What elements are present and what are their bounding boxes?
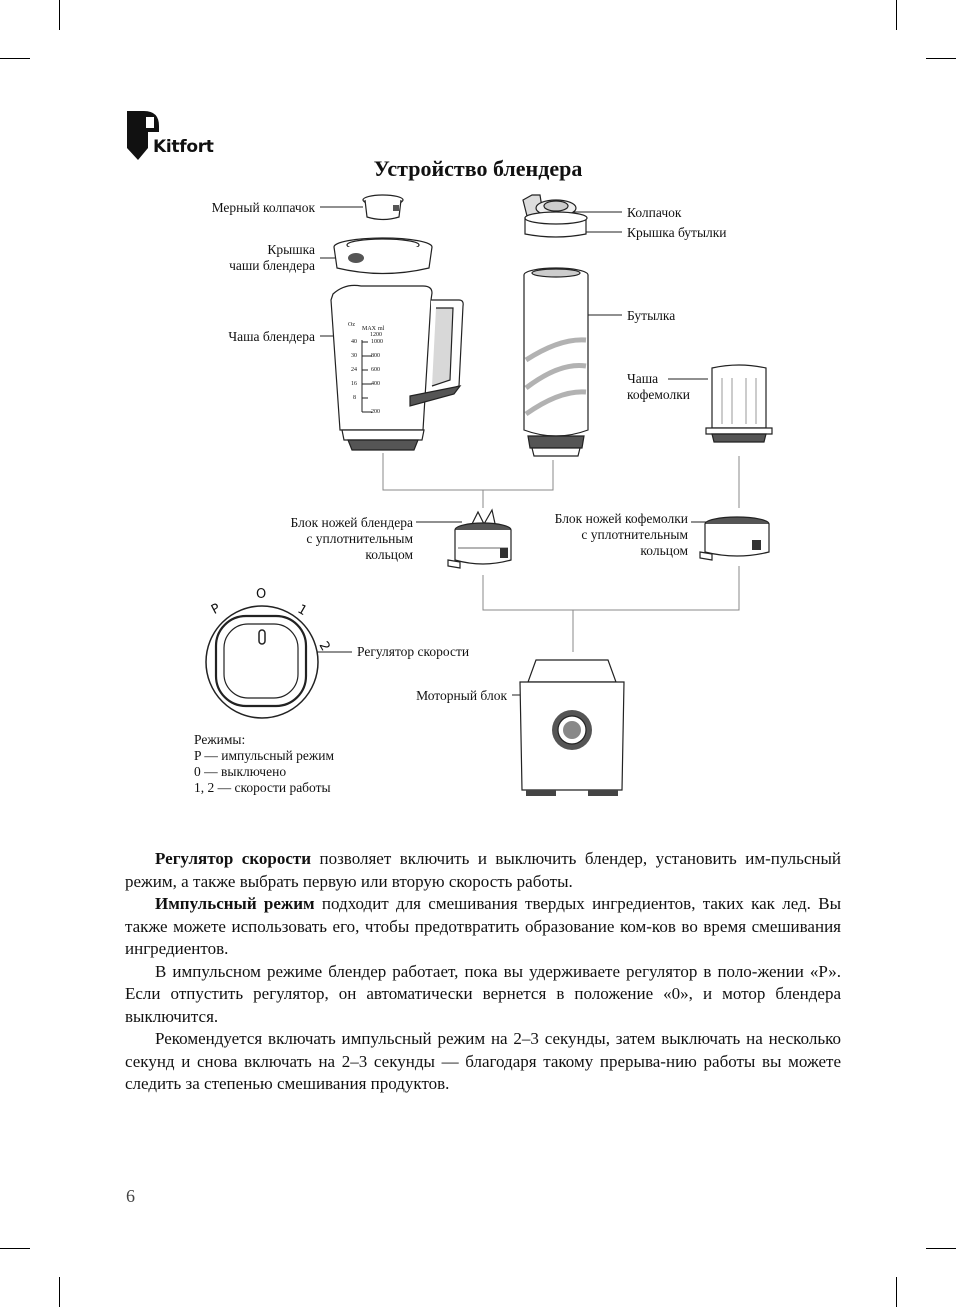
crop-mark	[59, 0, 60, 30]
blender-blade-unit-icon	[447, 508, 512, 569]
label-grinder-blade-line3: кольцом	[640, 543, 688, 558]
label-blender-blade-line1: Блок ножей блендера	[290, 515, 413, 530]
modes-heading: Режимы:	[194, 732, 246, 747]
jug-scale-oz-header: Oz	[348, 322, 355, 328]
jug-scale-oz-label: 40	[351, 339, 357, 345]
paragraph: Рекомендуется включать импульсный режим …	[125, 1029, 841, 1093]
leader-lines	[262, 206, 708, 696]
blender-jug-icon	[330, 284, 464, 451]
modes-legend: Режимы: P — импульсный режим 0 — выключе…	[194, 732, 334, 796]
label-grinder-blade-line1: Блок ножей кофемолки	[554, 511, 688, 526]
label-bottle: Бутылка	[627, 308, 676, 323]
label-jug: Чаша блендера	[228, 329, 315, 344]
crop-mark	[0, 58, 30, 59]
jug-scale-ml-label: 200	[371, 409, 380, 415]
paragraph-text: подходит для смешивания твердых ингредие…	[125, 894, 841, 958]
brand-name: Kitfort	[153, 137, 214, 157]
speed-knob-icon	[205, 605, 319, 719]
crop-mark	[926, 1248, 956, 1249]
paragraph: Регулятор скорости позволяет включить и …	[125, 848, 841, 893]
page-title: Устройство блендера	[373, 156, 583, 181]
connector-lines	[382, 453, 740, 652]
crop-mark	[896, 0, 897, 30]
label-jug-lid-line1: Крышка	[267, 242, 315, 257]
crop-mark	[0, 1248, 30, 1249]
label-grinder-bowl-line1: Чаша	[627, 371, 659, 386]
label-motor: Моторный блок	[416, 688, 507, 703]
jug-scale-oz-label: 30	[351, 353, 357, 359]
label-jug-lid-line2: чаши блендера	[229, 258, 315, 273]
jug-scale-1200-header: 1200	[370, 332, 382, 338]
paragraph-bold: Импульсный режим	[155, 894, 315, 913]
jug-scale-ml-label: 1000	[371, 339, 383, 345]
jug-scale-ml-label: 600	[371, 367, 380, 373]
knob-mark-zero: O	[256, 587, 267, 602]
paragraph: В импульсном режиме блендер работает, по…	[125, 961, 841, 1026]
mode-zero: 0 — выключено	[194, 764, 287, 779]
label-speed-knob: Регулятор скорости	[357, 644, 470, 659]
paragraph-text: позволяет включить и выключить блендер, …	[125, 849, 841, 891]
mode-p: P — импульсный режим	[194, 748, 335, 763]
crop-mark	[896, 1277, 897, 1307]
bottle-icon	[523, 267, 589, 457]
jug-scale-max-header: MAX	[362, 326, 377, 332]
jug-scale-oz-label: 16	[351, 381, 357, 387]
label-bottle-lid: Крышка бутылки	[627, 225, 727, 240]
paragraph-bold: Регулятор скорости	[155, 849, 312, 868]
kitfort-logo-icon	[127, 111, 159, 160]
label-blender-blade-line2: с уплотнительным	[306, 531, 413, 546]
jug-lid-icon	[333, 237, 433, 275]
page-number: 6	[126, 1186, 135, 1206]
label-grinder-bowl-line2: кофемолки	[627, 387, 690, 402]
motor-base-icon	[519, 659, 625, 796]
label-measuring-cap: Мерный колпачок	[211, 200, 315, 215]
body-text: Регулятор скорости позволяет включить и …	[125, 848, 841, 1096]
crop-mark	[926, 58, 956, 59]
grinder-bowl-icon	[705, 364, 773, 443]
bottle-lid-icon	[524, 211, 588, 238]
label-blender-blade-line3: кольцом	[365, 547, 413, 562]
label-grinder-blade-line2: с уплотнительным	[581, 527, 688, 542]
mode-speeds: 1, 2 — скорости работы	[194, 780, 331, 795]
paragraph: Импульсный режим подходит для смешивания…	[125, 893, 841, 961]
blender-diagram	[205, 194, 773, 796]
jug-scale-ml-header: ml	[378, 326, 385, 332]
label-cap: Колпачок	[627, 205, 682, 220]
jug-scale-oz-label: 24	[351, 367, 357, 373]
crop-mark	[59, 1277, 60, 1307]
jug-scale-ml-label: 800	[371, 353, 380, 359]
jug-scale-ml-label: 400	[371, 381, 380, 387]
jug-scale-oz-label: 8	[353, 395, 356, 401]
grinder-blade-unit-icon	[699, 516, 770, 561]
measuring-cap-icon	[362, 194, 404, 221]
